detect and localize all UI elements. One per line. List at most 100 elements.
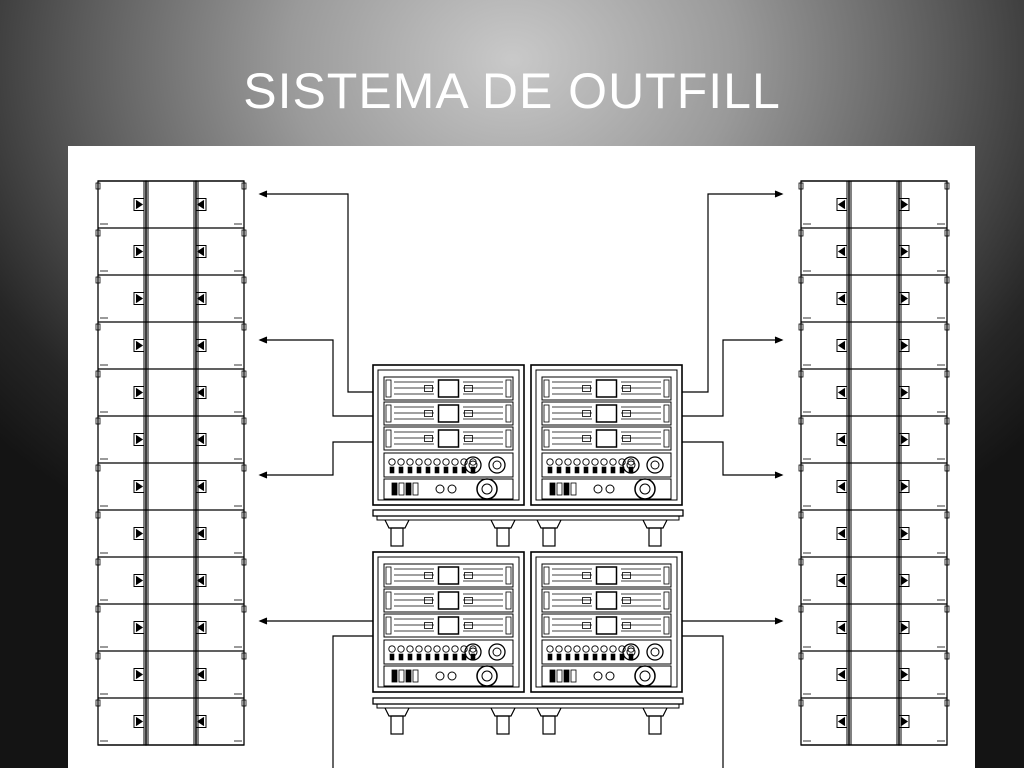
speakon-connector xyxy=(646,456,664,474)
cable-arrow xyxy=(258,617,268,625)
caster-fork xyxy=(536,519,562,529)
fuse-slot xyxy=(549,482,556,496)
rigging-tab xyxy=(95,652,101,660)
angle-bracket xyxy=(836,527,848,540)
connector-latch xyxy=(601,466,607,474)
xlr-connector xyxy=(460,645,468,653)
rack-frame xyxy=(535,369,678,501)
rigging-tab xyxy=(241,605,247,613)
amp-knob xyxy=(464,385,473,392)
bracket-pin xyxy=(900,482,909,491)
rigging-tab xyxy=(798,370,804,378)
bracket-pin xyxy=(837,482,846,491)
rigging-tab xyxy=(95,323,101,331)
connector-latch xyxy=(592,466,598,474)
connector-latch xyxy=(416,653,422,661)
angle-bracket xyxy=(133,198,145,211)
rigging-tab xyxy=(798,229,804,237)
cable-right-3 xyxy=(682,441,782,476)
xlr-connector xyxy=(397,645,405,653)
rigging-tab xyxy=(95,182,101,190)
angle-bracket xyxy=(836,292,848,305)
cable-arrow xyxy=(258,190,268,198)
speakon-core xyxy=(492,647,502,657)
angle-bracket xyxy=(898,386,910,399)
angle-bracket xyxy=(195,386,207,399)
amp-handle xyxy=(663,566,670,585)
connector-latch xyxy=(592,653,598,661)
amp-knob xyxy=(424,435,433,442)
amp-handle xyxy=(663,591,670,610)
amp-display xyxy=(595,566,618,585)
connector-latch xyxy=(565,653,571,661)
xlr-connector xyxy=(415,645,423,653)
caster-wheel xyxy=(496,715,510,735)
angle-bracket xyxy=(133,480,145,493)
rack-case xyxy=(530,364,683,506)
angle-bracket xyxy=(133,715,145,728)
bracket-pin xyxy=(196,341,205,350)
connector-latch xyxy=(434,466,440,474)
xlr-connector xyxy=(442,645,450,653)
rigging-tab xyxy=(241,417,247,425)
main-power-connector xyxy=(634,665,656,687)
angle-bracket xyxy=(836,668,848,681)
rigging-tab xyxy=(944,229,950,237)
fuse-slot xyxy=(412,669,419,683)
connector-latch xyxy=(425,466,431,474)
amp-handle xyxy=(543,616,550,635)
amplifier-unit xyxy=(383,401,514,426)
rigging-tab xyxy=(944,370,950,378)
speakon-core xyxy=(626,647,636,657)
xlr-connector xyxy=(388,645,396,653)
slide-title: SISTEMA DE OUTFILL xyxy=(243,63,781,119)
angle-bracket xyxy=(836,480,848,493)
bracket-pin xyxy=(900,529,909,538)
rigging-tab xyxy=(944,699,950,707)
power-socket xyxy=(435,671,445,681)
angle-bracket xyxy=(898,245,910,258)
connector-latch xyxy=(547,653,553,661)
caster-wheel xyxy=(390,527,404,547)
rigging-tab xyxy=(95,229,101,237)
rigging-tab xyxy=(241,511,247,519)
bracket-pin xyxy=(196,435,205,444)
xlr-connector xyxy=(591,645,599,653)
amp-handle xyxy=(385,404,392,423)
speakon-connector xyxy=(622,456,640,474)
bracket-pin xyxy=(900,341,909,350)
amp-knob xyxy=(424,622,433,629)
main-power-connector xyxy=(634,478,656,500)
xlr-connector xyxy=(546,458,554,466)
angle-bracket xyxy=(195,292,207,305)
amplifier-unit xyxy=(541,426,672,451)
cable-right-1 xyxy=(682,193,782,393)
amplifier-racks xyxy=(372,364,684,735)
caster-wheel xyxy=(496,527,510,547)
amp-knob xyxy=(582,435,591,442)
amp-display xyxy=(595,404,618,423)
amp-knob xyxy=(424,410,433,417)
power-socket xyxy=(593,671,603,681)
caster-wheel xyxy=(542,527,556,547)
xlr-connector xyxy=(573,458,581,466)
rigging-tab xyxy=(241,558,247,566)
power-socket xyxy=(593,484,603,494)
rigging-tab xyxy=(798,323,804,331)
xlr-connector xyxy=(582,645,590,653)
main-power-core xyxy=(481,670,493,682)
amp-handle xyxy=(663,616,670,635)
power-panel xyxy=(383,665,514,687)
xlr-connector xyxy=(564,458,572,466)
cable-left-5 xyxy=(332,635,373,768)
amp-display xyxy=(437,404,460,423)
rigging-tab xyxy=(944,182,950,190)
angle-bracket xyxy=(836,621,848,634)
caster-fork xyxy=(536,707,562,717)
connector-latch xyxy=(610,466,616,474)
amp-display xyxy=(437,429,460,448)
cable-arrow xyxy=(774,190,784,198)
bracket-pin xyxy=(135,435,144,444)
amp-handle xyxy=(543,566,550,585)
power-socket xyxy=(447,671,457,681)
